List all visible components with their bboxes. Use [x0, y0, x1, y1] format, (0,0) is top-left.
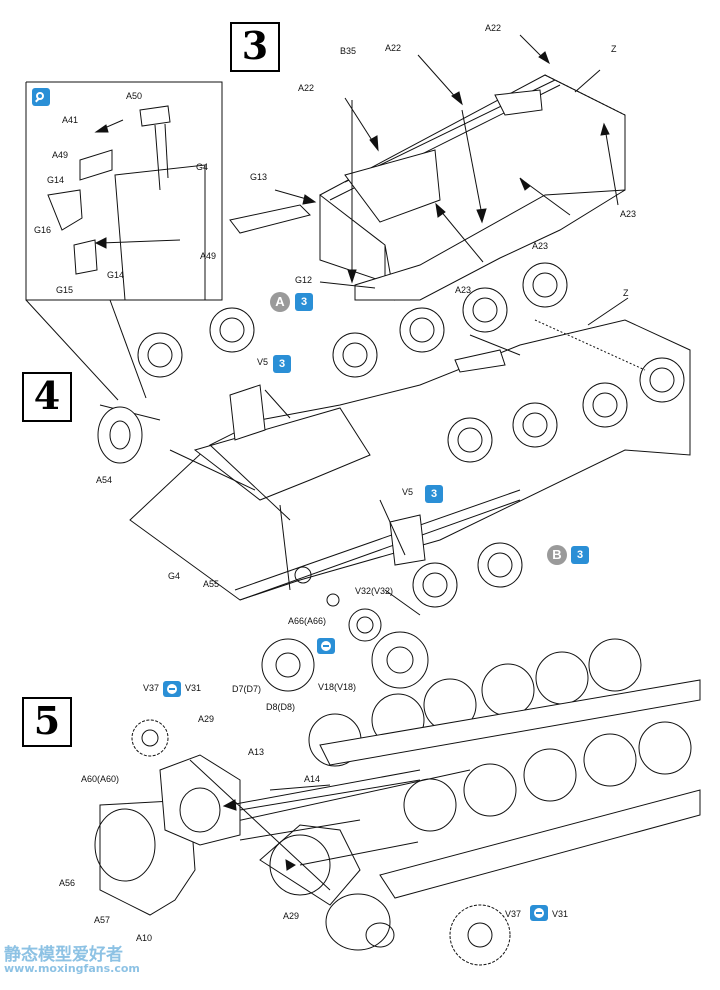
label-a29: A29: [198, 714, 215, 724]
label-a49: A49: [52, 150, 69, 160]
label-a23: A23: [455, 285, 472, 295]
glue-icon: [32, 88, 50, 106]
label-v31: V31: [552, 909, 569, 919]
label-b35: B35: [340, 46, 357, 56]
label-v5: V5: [402, 487, 414, 497]
label-g14: G14: [107, 270, 125, 280]
label-a57: A57: [94, 915, 111, 925]
option-icon-v37-v31-lower: [530, 905, 548, 921]
label-g13: G13: [250, 172, 268, 182]
label-a22: A22: [298, 83, 315, 93]
label-a14: A14: [304, 774, 321, 784]
label-d7: D7(D7): [232, 684, 262, 694]
label-a29: A29: [283, 911, 300, 921]
step-number-5: 5: [22, 697, 72, 747]
step3-hull-drawing: [229, 69, 626, 301]
label-v5: V5: [257, 357, 269, 367]
label-g15: G15: [56, 285, 74, 295]
label-z: Z: [623, 288, 629, 298]
label-a56: A56: [59, 878, 76, 888]
sub-assembly-b-badge: B: [547, 545, 567, 565]
label-g16: G16: [34, 225, 52, 235]
label-g4: G4: [196, 162, 209, 172]
label-a50: A50: [126, 91, 143, 101]
step-number-4: 4: [22, 372, 72, 422]
label-v31: V31: [185, 683, 202, 693]
watermark-text: 静态模型爱好者: [4, 945, 123, 965]
option-icon-wheels: [317, 638, 335, 654]
sub-assembly-a-badge: A: [270, 292, 290, 312]
label-a55: A55: [203, 579, 220, 589]
label-a54: A54: [96, 475, 113, 485]
quantity-badge-v5-upper: 3: [273, 355, 291, 373]
quantity-badge-b: 3: [571, 546, 589, 564]
label-v32: V32(V32): [355, 586, 394, 596]
label-a60: A60(A60): [81, 774, 120, 784]
watermark-url: www.moxingfans.com: [4, 962, 140, 975]
label-v37: V37: [143, 683, 160, 693]
label-z: Z: [611, 44, 617, 54]
step3-arrows: [274, 34, 619, 289]
label-a49: A49: [200, 251, 217, 261]
label-a23: A23: [620, 209, 637, 219]
step-number-3: 3: [230, 22, 280, 72]
quantity-badge-a: 3: [295, 293, 313, 311]
label-g12: G12: [295, 275, 313, 285]
step4-chassis-drawing: [99, 297, 691, 601]
label-a22: A22: [485, 23, 502, 33]
step4-road-wheels: [97, 262, 685, 692]
quantity-badge-v5-lower: 3: [425, 485, 443, 503]
label-d8: D8(D8): [266, 702, 296, 712]
label-a66: A66(A66): [288, 616, 327, 626]
option-icon-v37-v31-upper: [163, 681, 181, 697]
label-v18: V18(V18): [318, 682, 357, 692]
label-g14: G14: [47, 175, 65, 185]
step4-inset-frame: [25, 81, 223, 401]
label-g4: G4: [168, 571, 181, 581]
step5-front-assembly: [94, 719, 511, 966]
label-a22: A22: [385, 43, 402, 53]
label-a10: A10: [136, 933, 153, 943]
step5-suspension-drawing: [149, 638, 701, 899]
label-v37: V37: [505, 909, 522, 919]
label-a13: A13: [248, 747, 265, 757]
label-a41: A41: [62, 115, 79, 125]
label-a23: A23: [532, 241, 549, 251]
